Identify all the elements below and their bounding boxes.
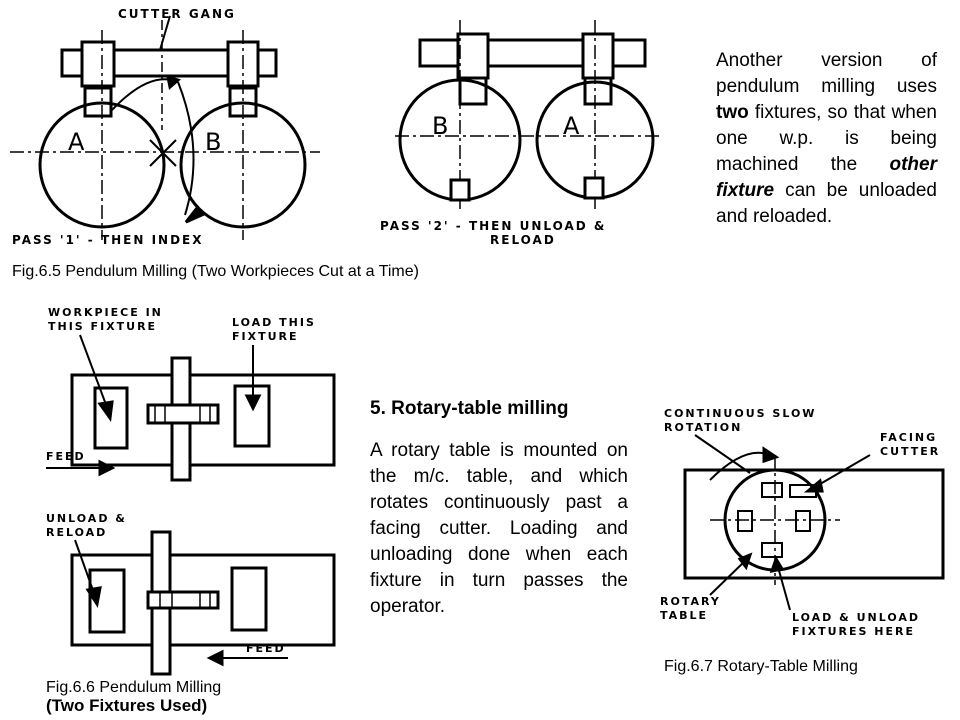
workpiece-b-circle <box>179 101 307 229</box>
label-facing-line2: CUTTER <box>880 445 940 458</box>
figure-pendulum-milling-two-workpieces: CUTTER GANG A B B A PASS '1' - THEN INDE… <box>10 7 660 280</box>
label-pass1: PASS '1' - THEN INDEX <box>12 233 204 247</box>
label-rotary-line1: ROTARY <box>660 595 721 608</box>
label-pass2-line2: RELOAD <box>490 233 556 247</box>
label-a2: A <box>563 112 580 140</box>
label-load-unload-line1: LOAD & UNLOAD <box>792 611 920 624</box>
label-cutter-gang: CUTTER GANG <box>118 7 236 21</box>
machine-table <box>683 468 945 580</box>
label-feed2: FEED <box>246 642 286 655</box>
label-unload-line2: RELOAD <box>46 526 107 539</box>
label-workpiece-line1: WORKPIECE IN <box>48 306 163 319</box>
table-bottom <box>70 553 336 647</box>
label-b: B <box>205 128 221 156</box>
label-load-unload-line2: FIXTURES HERE <box>792 625 915 638</box>
label-pass2-line1: PASS '2' - THEN UNLOAD & <box>380 219 606 233</box>
label-load-line1: LOAD THIS <box>232 316 316 329</box>
label-load-line2: FIXTURE <box>232 330 299 343</box>
label-continuous-line2: ROTATION <box>664 421 742 434</box>
table-top <box>70 373 336 467</box>
fig6-caption-line2: (Two Fixtures Used) <box>46 696 207 715</box>
label-unload-line1: UNLOAD & <box>46 512 127 525</box>
section-heading: 5. Rotary-table milling <box>370 398 569 419</box>
fig7-caption: Fig.6.7 Rotary-Table Milling <box>664 658 858 675</box>
fig6-caption: Fig.6.6 Pendulum Milling <box>46 679 221 696</box>
label-continuous-line1: CONTINUOUS SLOW <box>664 407 816 420</box>
figure-rotary-table-milling: CONTINUOUS SLOW ROTATION FACING CUTTER R… <box>660 407 945 675</box>
label-rotary-line2: TABLE <box>660 609 708 622</box>
figure-pendulum-milling-two-fixtures: WORKPIECE IN THIS FIXTURE LOAD THIS FIXT… <box>46 306 336 715</box>
fig5-caption: Fig.6.5 Pendulum Milling (Two Workpieces… <box>12 263 419 280</box>
label-workpiece-line2: THIS FIXTURE <box>48 320 157 333</box>
label-feed: FEED <box>46 450 86 463</box>
label-facing-line1: FACING <box>880 431 937 444</box>
cutter-a <box>80 40 116 88</box>
workpiece-a-circle <box>38 101 166 229</box>
label-b2: B <box>432 112 448 140</box>
pendulum-description: Another version of pendulum milling uses… <box>716 50 937 227</box>
section-body: A rotary table is mounted on the m/c. ta… <box>370 440 628 617</box>
label-a: A <box>68 128 85 156</box>
